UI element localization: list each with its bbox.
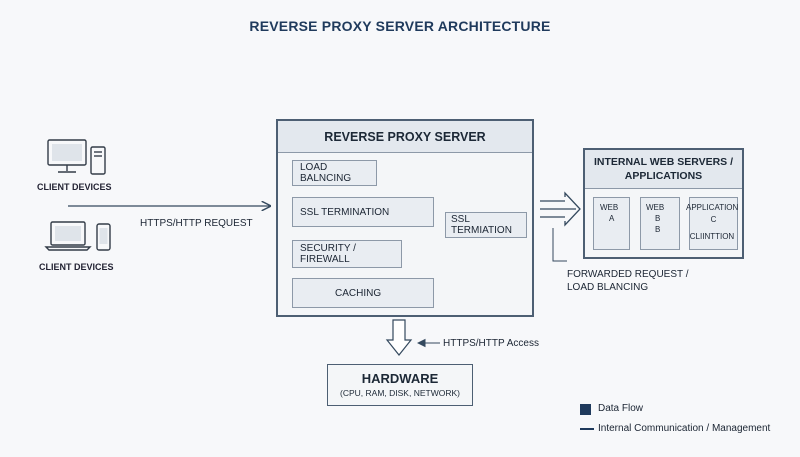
- server-web-b: WEB B B: [640, 197, 680, 250]
- caching-component: CACHING: [292, 278, 434, 308]
- diagram-title: REVERSE PROXY SERVER ARCHITECTURE: [249, 18, 551, 34]
- caching-label: CACHING: [335, 287, 382, 299]
- hardware-down-arrow: [385, 319, 413, 356]
- server-web-b-line1: WEB: [646, 203, 665, 212]
- hardware-box: HARDWARE (CPU, RAM, DISK, NETWORK): [327, 364, 473, 406]
- security-firewall-component: SECURITY / FIREWALL: [292, 240, 402, 268]
- server-web-b-line2: B: [655, 214, 661, 223]
- laptop-icon: [44, 221, 111, 251]
- ssl-termination-secondary-label: SSL TERMIATION: [451, 214, 512, 236]
- internal-web-servers-title: INTERNAL WEB SERVERS / APPLICATIONS: [585, 150, 742, 189]
- request-label: HTTPS/HTTP REQUEST: [140, 218, 253, 229]
- forwarded-bracket: [552, 228, 567, 262]
- security-firewall-label: SECURITY / FIREWALL: [300, 243, 356, 265]
- client-devices-label-2: CLIENT DEVICES: [39, 262, 114, 272]
- forward-arrows: [540, 191, 581, 227]
- ssl-termination-component: SSL TERMINATION: [292, 197, 434, 227]
- legend-internal-swatch: [580, 428, 594, 430]
- forwarded-label-line1: FORWARDED REQUEST /: [567, 269, 689, 280]
- desktop-icon: [47, 139, 106, 175]
- servers-title-line1: INTERNAL WEB SERVERS /: [593, 155, 734, 168]
- hardware-access-label: HTTPS/HTTP Access: [443, 338, 539, 349]
- ssl-termination-label: SSL TERMINATION: [300, 206, 390, 218]
- ssl-termination-secondary-component: SSL TERMIATION: [445, 212, 527, 238]
- legend-internal-label: Internal Communication / Management: [598, 423, 771, 434]
- legend-data-flow-label: Data Flow: [598, 403, 644, 414]
- server-web-a: WEB A: [593, 197, 630, 250]
- server-web-b-line3: B: [655, 225, 661, 234]
- load-balancing-component: LOAD BALNCING: [292, 160, 377, 186]
- server-application-c: APPLICATION C CLIINTTION: [686, 197, 739, 250]
- server-app-c-line1: APPLICATION: [686, 203, 739, 212]
- server-app-c-line2: C: [710, 215, 717, 224]
- server-web-a-line1: WEB: [600, 203, 619, 212]
- hardware-title: HARDWARE: [361, 371, 439, 386]
- forwarded-label-line2: LOAD BLANCING: [567, 282, 649, 293]
- forwarded-label: FORWARDED REQUEST / LOAD BLANCING: [567, 268, 689, 294]
- load-balancing-label: LOAD BALNCING: [300, 162, 352, 184]
- server-web-a-line2: A: [609, 214, 615, 223]
- server-app-c-line3: CLIINTTION: [689, 232, 735, 241]
- client-devices-label-1: CLIENT DEVICES: [37, 182, 112, 192]
- servers-title-line2: APPLICATIONS: [624, 170, 703, 182]
- legend-data-flow-swatch: [580, 404, 591, 415]
- reverse-proxy-title: REVERSE PROXY SERVER: [278, 121, 532, 153]
- hardware-subtitle: (CPU, RAM, DISK, NETWORK): [340, 388, 460, 398]
